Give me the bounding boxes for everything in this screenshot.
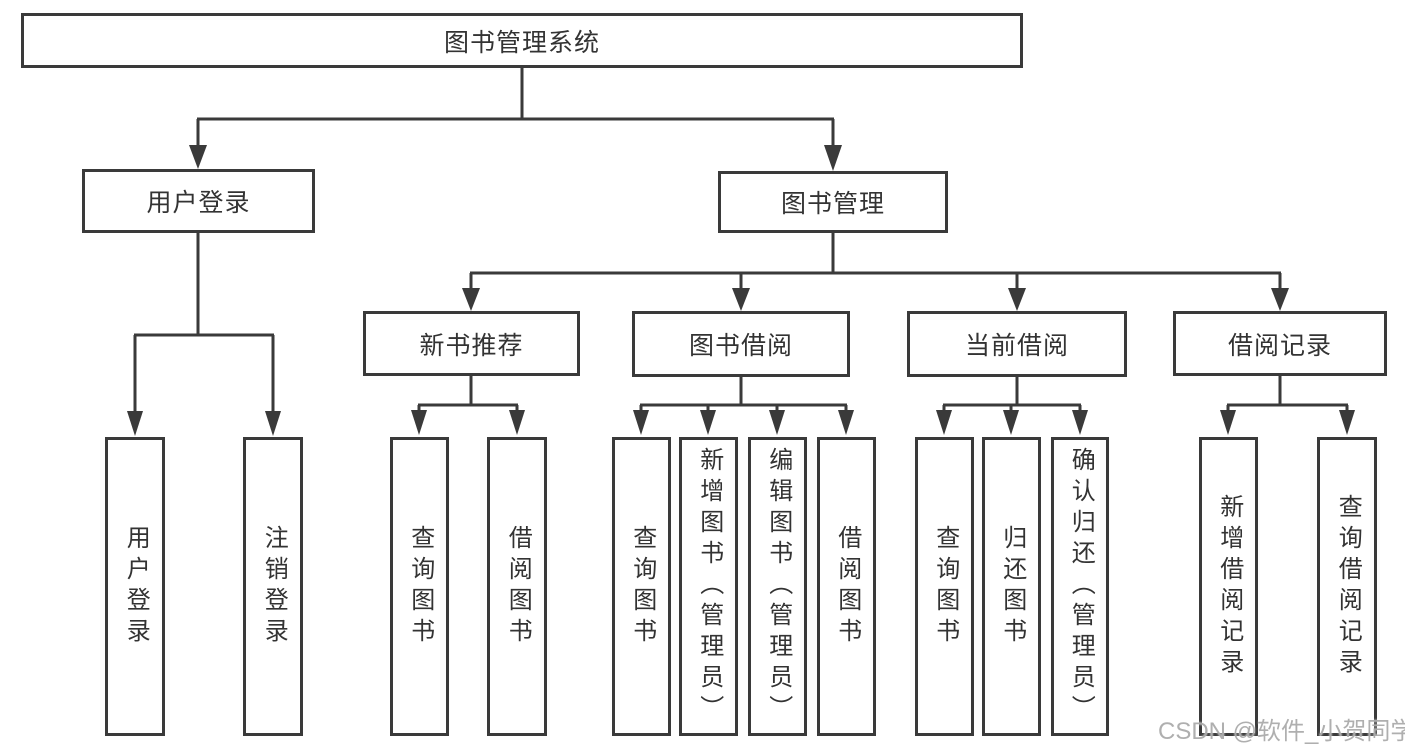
leaf-query-borrow-record-label: 查询借阅记录 (1334, 493, 1362, 680)
node-user-login-label: 用户登录 (146, 189, 251, 217)
node-root-system-label: 图书管理系统 (443, 28, 600, 57)
leaf-user-login: 用户登录 (105, 437, 165, 736)
node-book-management: 图书管理 (718, 171, 948, 233)
leaf-borrow-books: 借阅图书 (817, 437, 876, 736)
csdn-watermark: CSDN @软件_小贺同学 (1158, 718, 1405, 745)
node-new-book-recommendation: 新书推荐 (363, 311, 580, 376)
leaf-query-books-borrowing: 查询图书 (612, 437, 671, 736)
leaf-query-borrow-record: 查询借阅记录 (1317, 437, 1377, 736)
tree-edges (133, 68, 1349, 413)
node-current-borrowing-label: 当前借阅 (964, 332, 1069, 360)
leaf-logout: 注销登录 (243, 437, 303, 736)
leaf-query-books-recommend-label: 查询图书 (406, 524, 434, 649)
node-current-borrowing: 当前借阅 (907, 311, 1127, 377)
leaf-edit-books-admin-label: 编辑图书（管理员） (764, 447, 792, 726)
node-book-borrowing-label: 图书借阅 (688, 332, 793, 360)
leaf-add-borrow-record: 新增借阅记录 (1199, 437, 1258, 736)
leaf-confirm-return-admin-label: 确认归还（管理员） (1067, 447, 1095, 726)
leaf-add-borrow-record-label: 新增借阅记录 (1215, 493, 1243, 680)
leaf-query-books-current-label: 查询图书 (931, 524, 959, 649)
leaf-borrow-books-label: 借阅图书 (833, 524, 861, 649)
leaf-query-books-current: 查询图书 (915, 437, 974, 736)
leaf-query-books-recommend: 查询图书 (390, 437, 449, 736)
node-borrowing-records: 借阅记录 (1173, 311, 1387, 376)
leaf-return-books-label: 归还图书 (998, 524, 1026, 649)
leaf-borrow-books-recommend: 借阅图书 (487, 437, 547, 736)
leaf-edit-books-admin: 编辑图书（管理员） (748, 437, 807, 736)
leaf-query-books-borrowing-label: 查询图书 (628, 524, 656, 649)
node-new-book-recommendation-label: 新书推荐 (419, 331, 524, 360)
leaf-confirm-return-admin: 确认归还（管理员） (1051, 437, 1109, 736)
leaf-add-books-admin: 新增图书（管理员） (679, 437, 738, 736)
arrowheads (127, 145, 1355, 436)
leaf-return-books: 归还图书 (982, 437, 1041, 736)
leaf-borrow-books-recommend-label: 借阅图书 (504, 524, 532, 649)
node-root-system: 图书管理系统 (21, 13, 1023, 68)
node-book-management-label: 图书管理 (780, 190, 885, 218)
leaf-logout-label: 注销登录 (260, 524, 288, 649)
node-user-login: 用户登录 (82, 169, 315, 233)
leaf-add-books-admin-label: 新增图书（管理员） (695, 447, 723, 726)
node-book-borrowing: 图书借阅 (632, 311, 850, 377)
node-borrowing-records-label: 借阅记录 (1227, 331, 1332, 360)
leaf-user-login-label: 用户登录 (122, 524, 150, 649)
